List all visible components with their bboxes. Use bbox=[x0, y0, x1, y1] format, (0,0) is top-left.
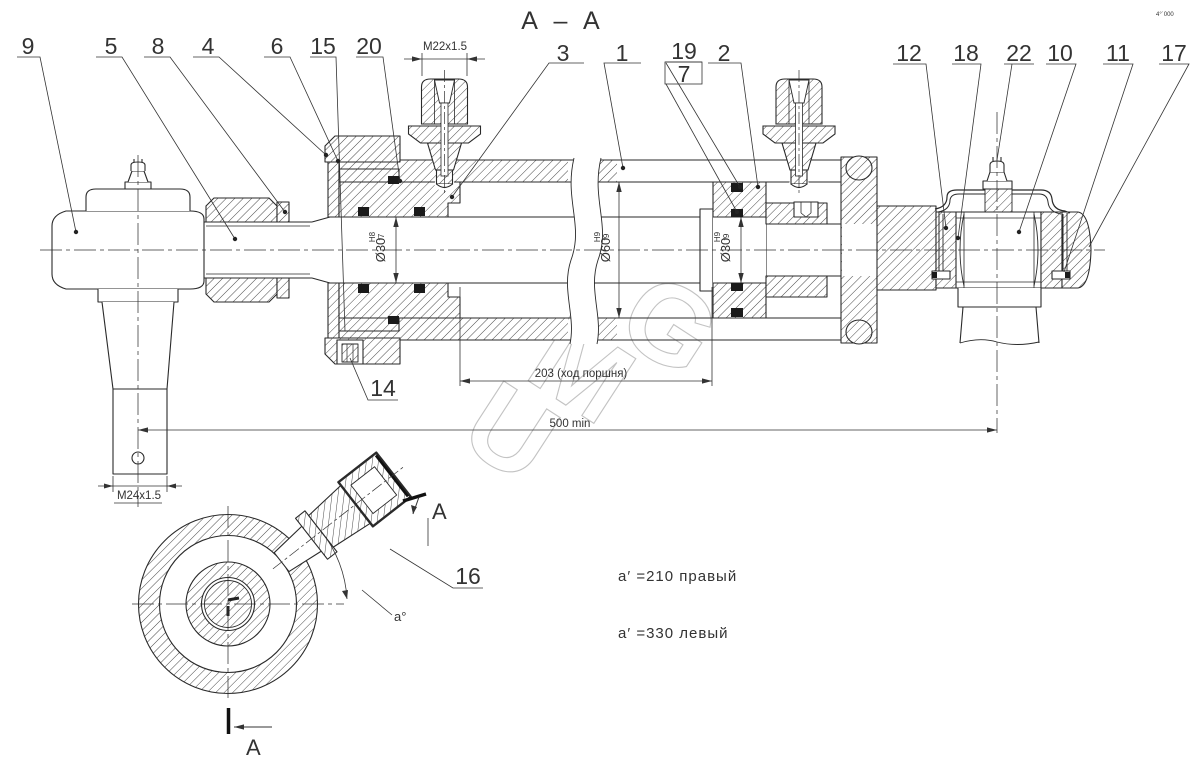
svg-text:1: 1 bbox=[616, 40, 629, 66]
svg-text:f7: f7 bbox=[377, 233, 386, 240]
svg-text:22: 22 bbox=[1006, 40, 1032, 66]
svg-text:a′ =330 левый: a′ =330 левый bbox=[618, 625, 729, 642]
svg-text:18: 18 bbox=[953, 40, 979, 66]
svg-text:M22x1.5: M22x1.5 bbox=[423, 41, 467, 53]
svg-text:19: 19 bbox=[671, 38, 697, 64]
svg-text:H9: H9 bbox=[593, 231, 602, 242]
svg-text:16: 16 bbox=[455, 563, 481, 589]
svg-text:500 min: 500 min bbox=[550, 418, 591, 430]
svg-text:9: 9 bbox=[22, 33, 35, 59]
svg-text:203 (ход поршня): 203 (ход поршня) bbox=[535, 368, 628, 380]
svg-text:20: 20 bbox=[356, 33, 382, 59]
svg-text:6: 6 bbox=[271, 33, 284, 59]
svg-text:Ø60: Ø60 bbox=[598, 238, 613, 263]
svg-text:2: 2 bbox=[718, 40, 731, 66]
svg-text:4: 4 bbox=[202, 33, 215, 59]
svg-text:17: 17 bbox=[1161, 40, 1187, 66]
svg-text:7: 7 bbox=[678, 61, 691, 87]
svg-text:H8: H8 bbox=[368, 231, 377, 242]
svg-text:10: 10 bbox=[1047, 40, 1073, 66]
svg-text:A: A bbox=[246, 735, 261, 758]
svg-text:A – A: A – A bbox=[521, 7, 604, 35]
svg-text:f9: f9 bbox=[602, 233, 611, 240]
svg-text:H9: H9 bbox=[713, 231, 722, 242]
svg-text:11: 11 bbox=[1106, 40, 1130, 66]
svg-text:3: 3 bbox=[557, 40, 570, 66]
svg-text:a°: a° bbox=[394, 609, 406, 624]
svg-text:a′ =210 правый: a′ =210 правый bbox=[618, 568, 737, 585]
svg-text:12: 12 bbox=[896, 40, 922, 66]
svg-text:15: 15 bbox=[310, 33, 336, 59]
svg-text:f9: f9 bbox=[722, 233, 731, 240]
svg-text:4°˙000: 4°˙000 bbox=[1156, 12, 1174, 18]
svg-text:Ø30: Ø30 bbox=[718, 238, 733, 263]
svg-text:Ø30: Ø30 bbox=[373, 238, 388, 263]
svg-text:5: 5 bbox=[105, 33, 118, 59]
svg-text:14: 14 bbox=[370, 375, 396, 401]
svg-text:M24x1.5: M24x1.5 bbox=[117, 490, 161, 502]
svg-text:8: 8 bbox=[152, 33, 165, 59]
svg-text:A: A bbox=[432, 499, 447, 524]
